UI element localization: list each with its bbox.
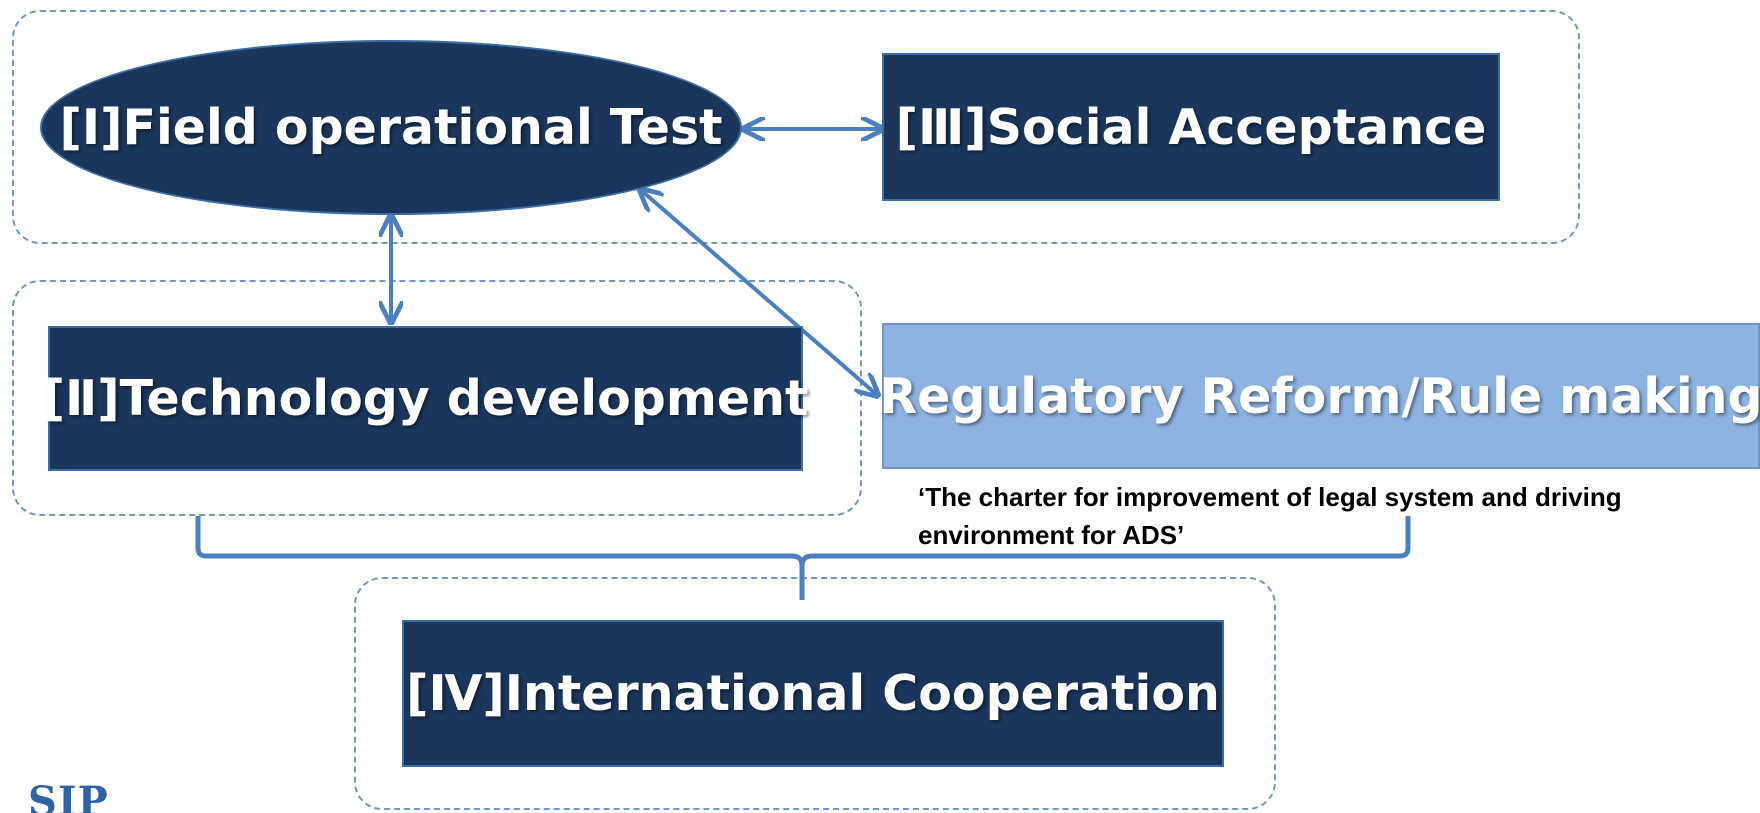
regulatory-reform-label: Regulatory Reform/Rule making	[879, 367, 1760, 425]
field-operational-test-label: [Ⅰ]Field operational Test	[59, 99, 723, 156]
social-acceptance-node: [Ⅲ]Social Acceptance	[882, 53, 1500, 201]
bracket-connector	[195, 516, 1411, 600]
charter-note: ‘The charter for improvement of legal sy…	[918, 482, 1622, 550]
regulatory-reform-node: Regulatory Reform/Rule making	[879, 323, 1760, 469]
technology-development-label: [Ⅱ]Technology development	[42, 370, 809, 427]
international-cooperation-node: [Ⅳ]International Cooperation	[402, 620, 1224, 767]
field-operational-test-node: [Ⅰ]Field operational Test	[40, 40, 742, 215]
arrow-field-to-regulatory	[642, 191, 876, 394]
international-cooperation-label: [Ⅳ]International Cooperation	[406, 665, 1220, 722]
sip-logo: SIP	[28, 778, 109, 813]
technology-development-node: [Ⅱ]Technology development	[43, 326, 808, 471]
group-frame-bottom	[354, 577, 1276, 810]
social-acceptance-label: [Ⅲ]Social Acceptance	[895, 98, 1487, 156]
